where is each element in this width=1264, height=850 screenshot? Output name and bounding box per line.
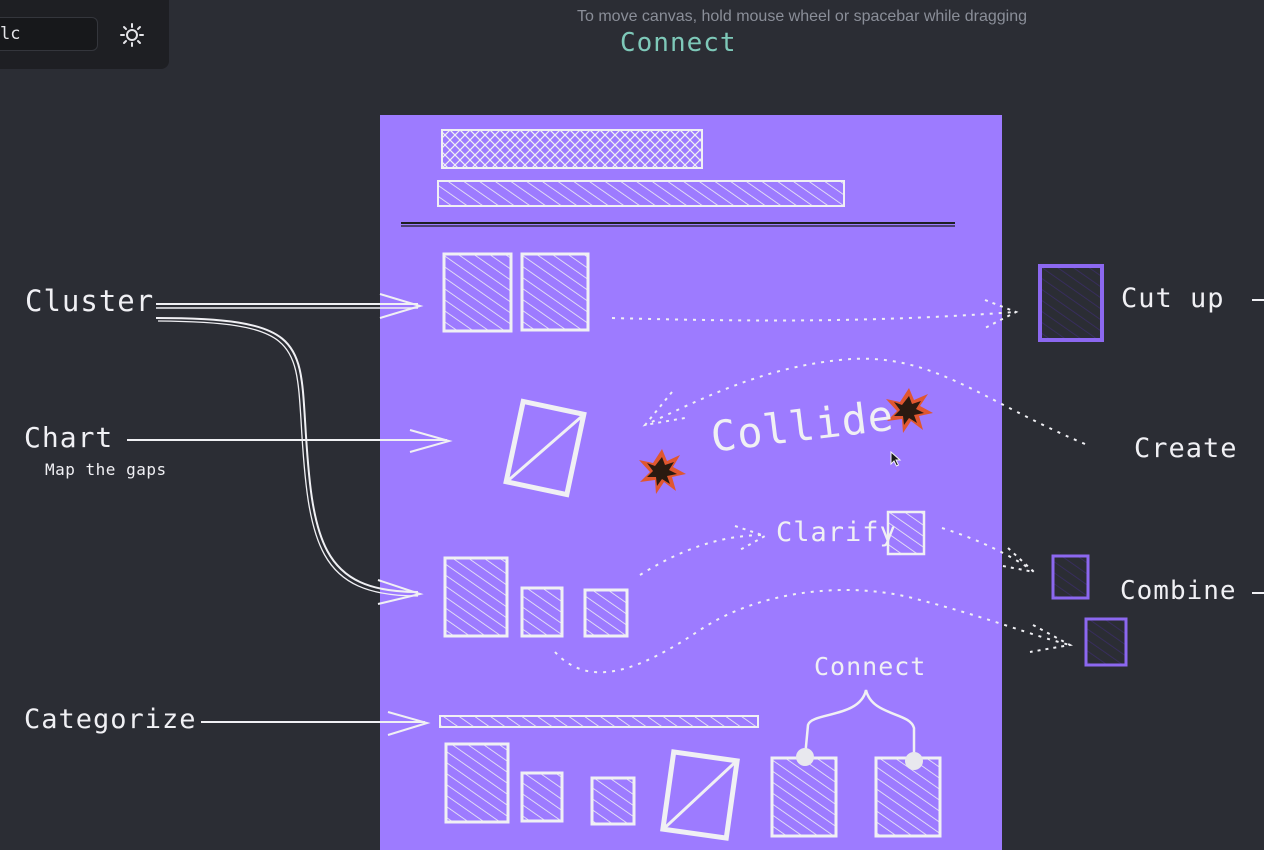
label-chart-sub[interactable]: Map the gaps: [45, 460, 167, 479]
category-square[interactable]: [520, 771, 564, 823]
clarify-square[interactable]: [886, 510, 926, 556]
connect-square[interactable]: [874, 756, 942, 838]
canvas-hint: To move canvas, hold mouse wheel or spac…: [577, 8, 1028, 25]
label-clarify[interactable]: Clarify: [776, 517, 897, 548]
label-cluster[interactable]: Cluster: [25, 284, 155, 318]
chart-square[interactable]: [503, 398, 587, 498]
main-frame[interactable]: [380, 115, 1002, 850]
header-bar-hatched[interactable]: [437, 180, 845, 207]
cut-up-square[interactable]: [1038, 264, 1104, 342]
connect-bracket[interactable]: [803, 689, 916, 760]
label-categorize[interactable]: Categorize: [24, 704, 197, 735]
categorize-bar[interactable]: [439, 715, 759, 728]
label-create[interactable]: Create: [1134, 433, 1238, 464]
label-combine[interactable]: Combine: [1120, 576, 1237, 606]
chart-gap-square[interactable]: [520, 586, 564, 638]
category-square[interactable]: [444, 742, 510, 824]
combine-square[interactable]: [1084, 617, 1128, 667]
pointer-cursor-icon: [890, 450, 902, 467]
cluster-curve-arrow[interactable]: [155, 317, 419, 593]
header-bar-cross[interactable]: [441, 129, 703, 169]
sun-icon[interactable]: [119, 22, 145, 48]
cluster-square[interactable]: [520, 252, 590, 332]
category-square[interactable]: [590, 776, 636, 826]
category-square[interactable]: [660, 749, 740, 841]
label-cut-up[interactable]: Cut up: [1121, 283, 1225, 314]
toolbar: lc: [0, 0, 169, 69]
combine-square[interactable]: [1051, 554, 1090, 600]
search-input[interactable]: lc: [0, 17, 98, 51]
cluster-square[interactable]: [442, 252, 513, 333]
label-chart[interactable]: Chart: [24, 421, 114, 454]
label-connect[interactable]: Connect: [814, 652, 927, 681]
connect-square[interactable]: [770, 756, 838, 838]
chart-gap-square[interactable]: [583, 588, 629, 638]
dotted-arrow[interactable]: [639, 534, 766, 576]
dotted-arrow[interactable]: [644, 357, 1086, 445]
top-connect-label: Connect: [620, 28, 737, 58]
chart-gap-square[interactable]: [443, 556, 509, 638]
